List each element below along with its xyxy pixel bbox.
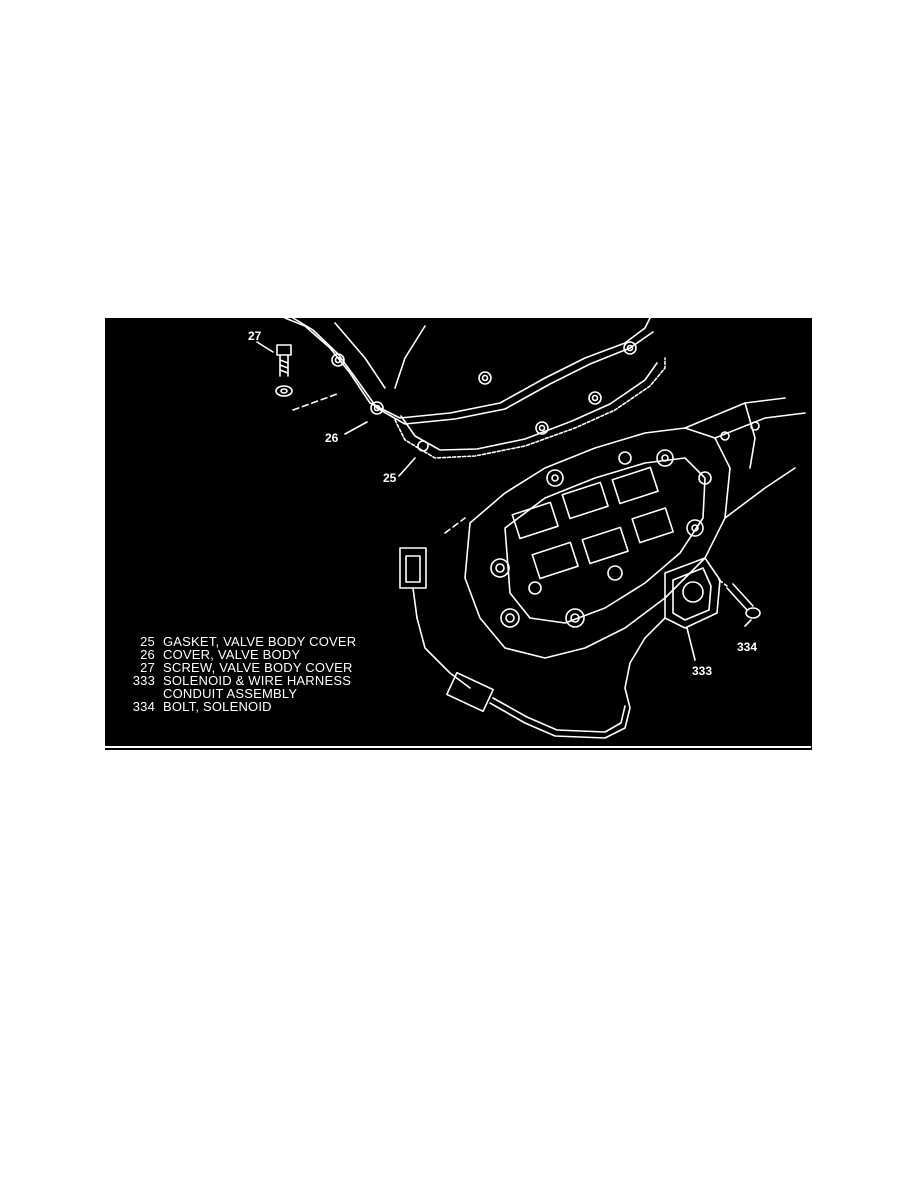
callout-27: 27 [248, 329, 262, 343]
legend-description: SCREW, VALVE BODY COVER [163, 660, 353, 675]
legend-row: CONDUIT ASSEMBLY [117, 687, 387, 700]
callout-26: 26 [325, 431, 339, 445]
legend-number: 27 [140, 660, 155, 675]
legend-number: 26 [140, 647, 155, 662]
legend-description: GASKET, VALVE BODY COVER [163, 634, 357, 649]
legend-description: CONDUIT ASSEMBLY [163, 686, 298, 701]
legend-description: COVER, VALVE BODY [163, 647, 301, 662]
legend-description: SOLENOID & WIRE HARNESS [163, 673, 352, 688]
callout-334: 334 [737, 640, 757, 654]
figure-bottom-rule [105, 746, 811, 748]
callout-25: 25 [383, 471, 397, 485]
legend-row: 26 COVER, VALVE BODY [117, 648, 387, 661]
valve-body-illustration: 27 26 25 333 334 [248, 318, 806, 739]
legend-description: BOLT, SOLENOID [163, 699, 272, 714]
parts-legend: 25 GASKET, VALVE BODY COVER 26 COVER, VA… [117, 635, 387, 713]
legend-number: 333 [132, 673, 155, 688]
legend-row: 25 GASKET, VALVE BODY COVER [117, 635, 387, 648]
bolt-334 [726, 583, 761, 619]
solenoid-333 [664, 557, 721, 629]
legend-row: 27 SCREW, VALVE BODY COVER [117, 661, 387, 674]
legend-row: 333 SOLENOID & WIRE HARNESS [117, 674, 387, 687]
legend-number: 334 [132, 699, 155, 714]
legend-number: 25 [140, 634, 155, 649]
legend-row: 334 BOLT, SOLENOID [117, 700, 387, 713]
wire-harness [399, 517, 666, 739]
gasket [394, 357, 666, 459]
valve-body-cover [284, 318, 651, 419]
callout-333: 333 [692, 664, 712, 678]
screw-27 [275, 344, 293, 397]
valve-body [464, 397, 806, 659]
exploded-view-figure: 27 26 25 333 334 25 GASKET, VALVE BODY C… [105, 318, 812, 750]
